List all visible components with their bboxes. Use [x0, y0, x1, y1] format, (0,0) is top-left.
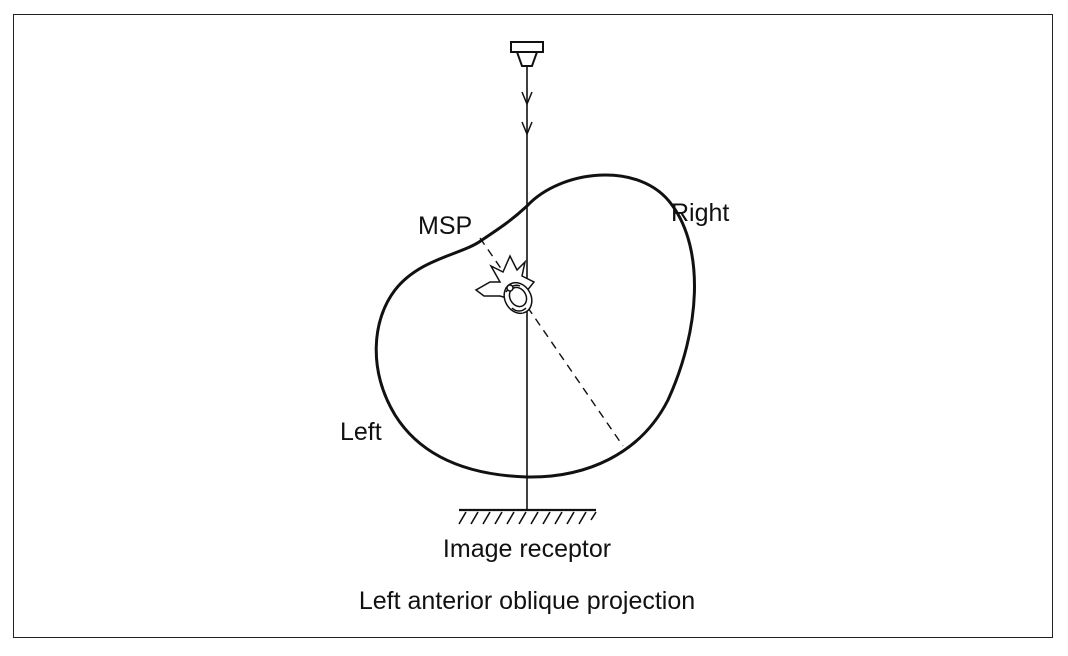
- ray-arrowheads: [521, 91, 533, 136]
- vertebra-icon: [474, 254, 536, 315]
- image-receptor: [458, 508, 597, 525]
- left-label: Left: [340, 418, 382, 446]
- image-receptor-label: Image receptor: [443, 535, 611, 563]
- msp-line: [479, 237, 624, 447]
- right-label: Right: [671, 199, 729, 227]
- figure-caption: Left anterior oblique projection: [359, 587, 695, 615]
- msp-label: MSP: [418, 212, 472, 240]
- figure-frame: [13, 14, 1053, 638]
- body-outline: [374, 173, 696, 479]
- xray-tube-icon: [510, 41, 544, 67]
